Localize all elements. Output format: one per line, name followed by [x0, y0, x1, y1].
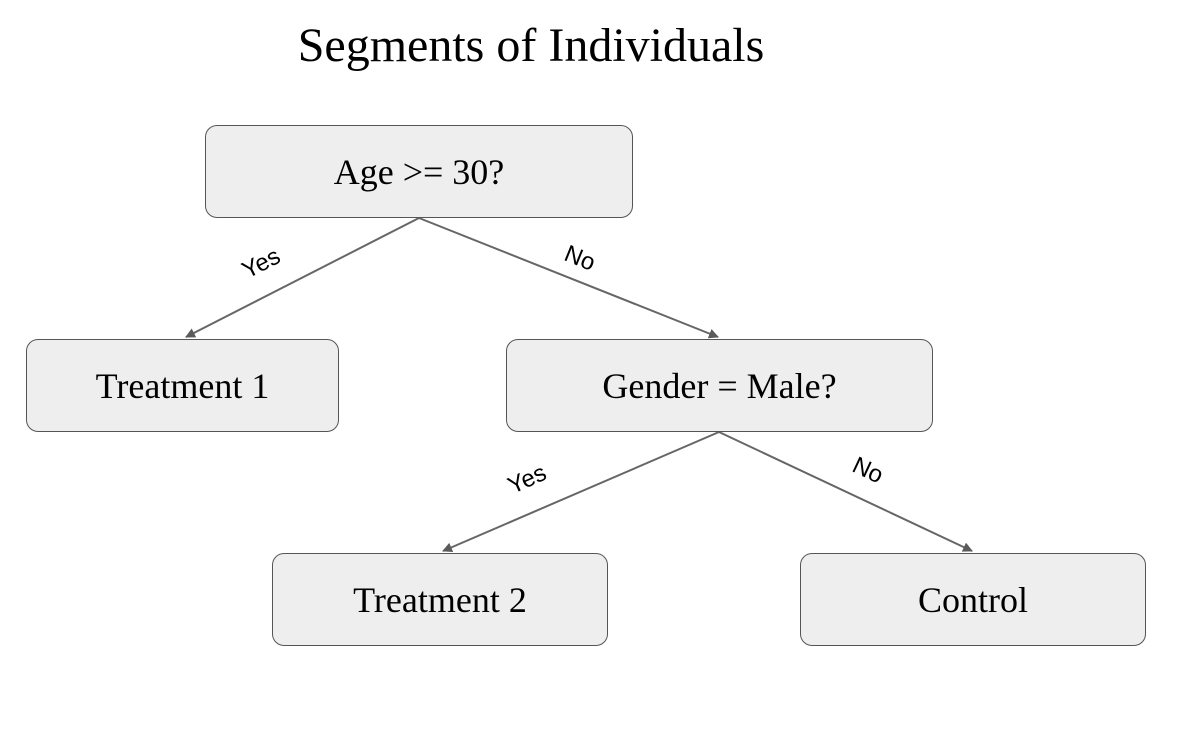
node-gender-question: Gender = Male? [506, 339, 933, 432]
node-treatment-1: Treatment 1 [26, 339, 339, 432]
node-control: Control [800, 553, 1146, 646]
edge-label-root-yes: Yes [238, 243, 285, 285]
node-treatment-2: Treatment 2 [272, 553, 608, 646]
edge-label-root-no: No [561, 240, 600, 277]
edge-gender-no [718, 431, 973, 552]
edge-label-gender-yes: Yes [504, 459, 551, 500]
edge-gender-yes [442, 431, 720, 553]
node-age-question: Age >= 30? [205, 125, 633, 218]
edge-root-yes [185, 217, 420, 338]
diagram-title: Segments of Individuals [297, 19, 765, 72]
edge-label-gender-no: No [848, 452, 887, 489]
edge-root-no [418, 217, 719, 339]
